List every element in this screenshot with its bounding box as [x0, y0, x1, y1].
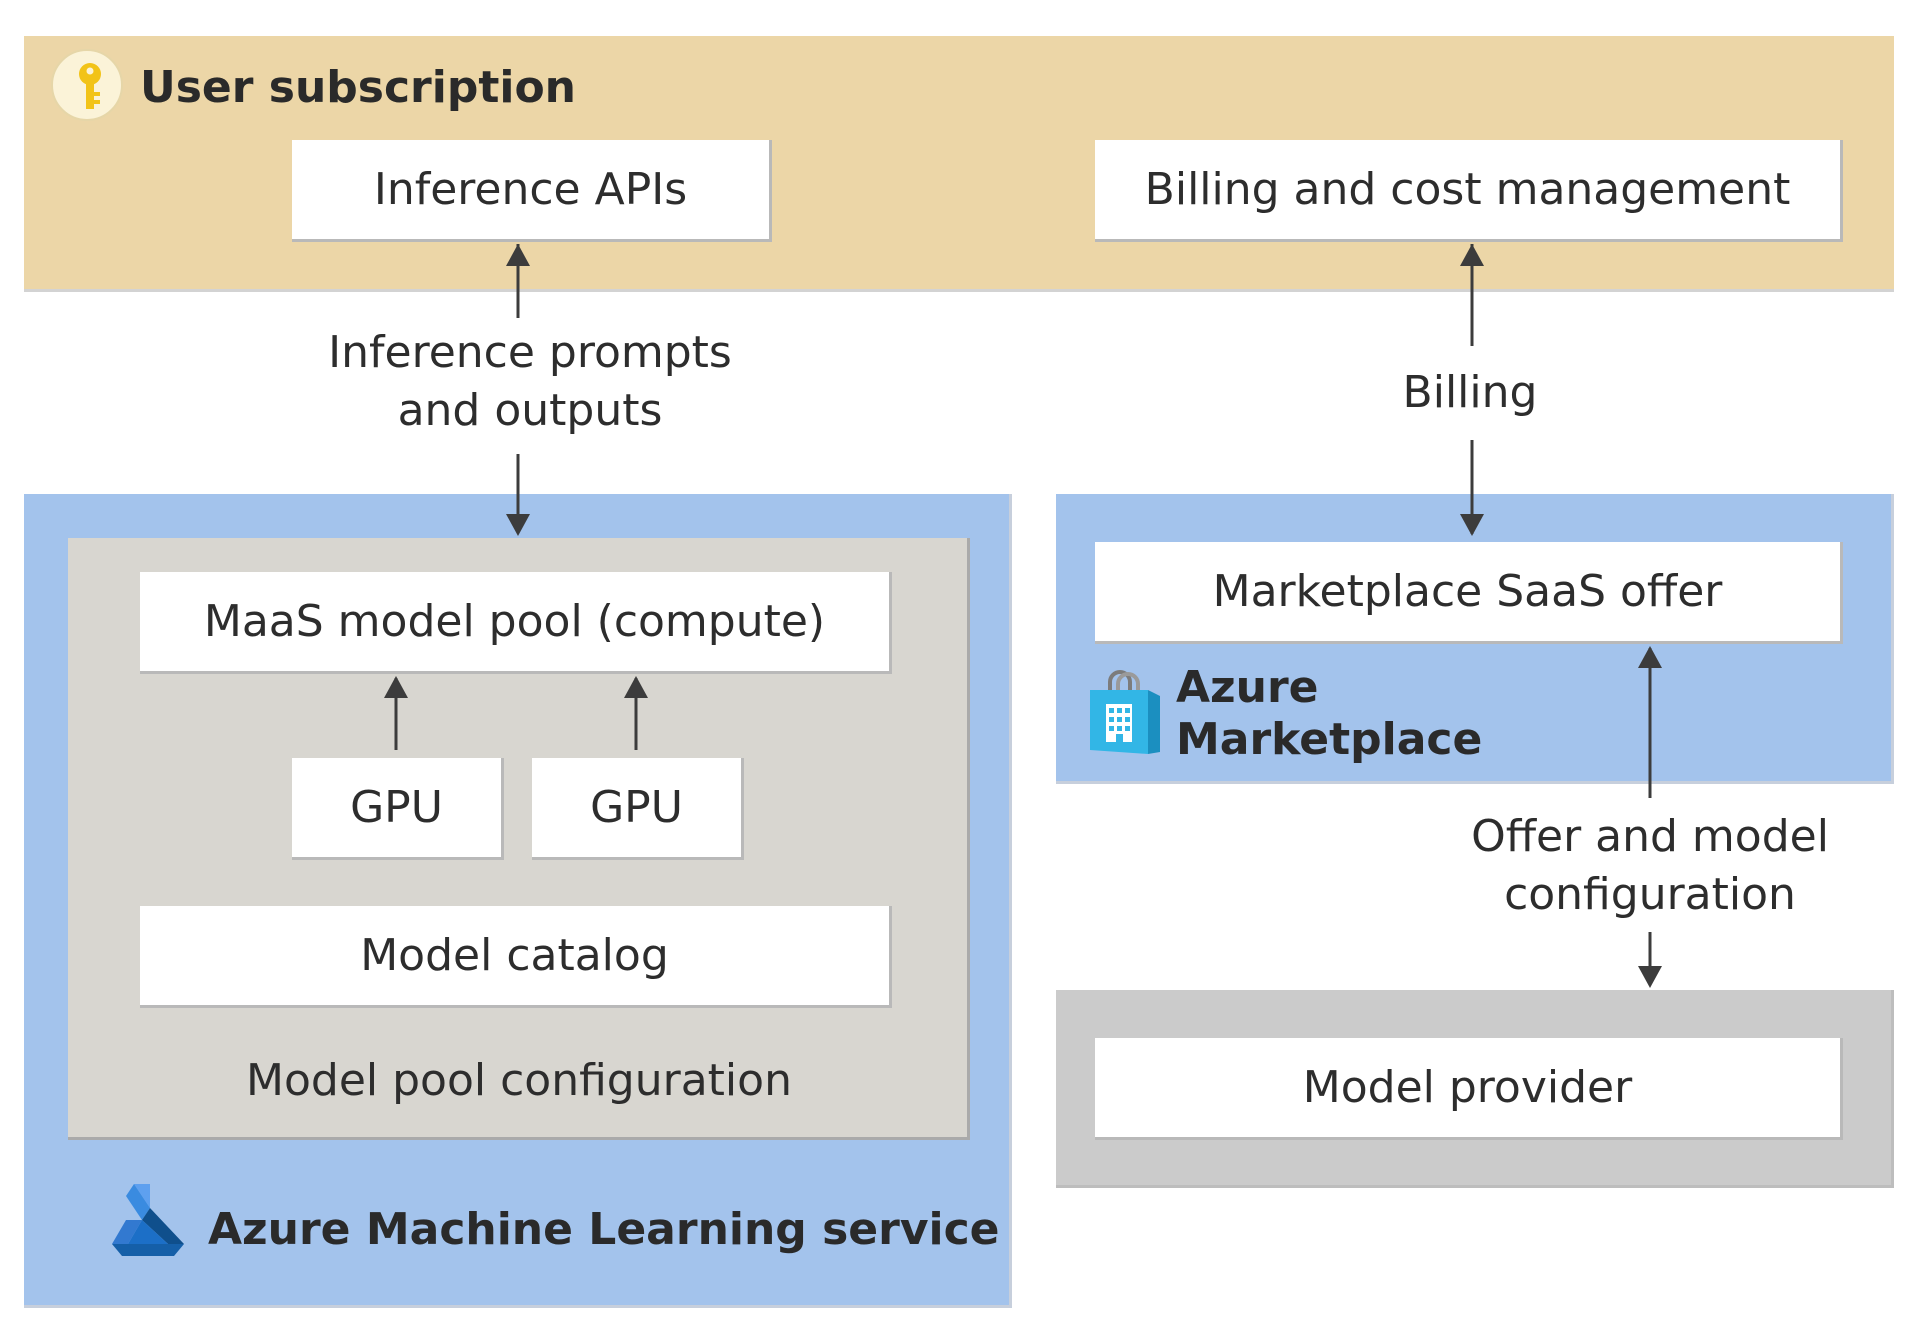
inference-flow-line-1: Inference prompts: [328, 327, 732, 378]
maas-model-pool-box: MaaS model pool (compute): [140, 572, 892, 674]
model-provider-box: Model provider: [1095, 1038, 1843, 1140]
azure-marketplace-title: Azure Marketplace: [1176, 662, 1482, 766]
azure-ml-title: Azure Machine Learning service: [208, 1204, 1000, 1255]
marketplace-saas-offer-box: Marketplace SaaS offer: [1095, 542, 1843, 644]
model-pool-config-label: Model pool configuration: [246, 1055, 792, 1106]
billing-flow-label: Billing: [1402, 367, 1538, 418]
user-subscription-title: User subscription: [140, 62, 577, 113]
azure-ml-icon: [112, 1184, 184, 1256]
offer-config-flow-label: Offer and model configuration: [1430, 808, 1870, 924]
key-icon: [50, 48, 124, 122]
inference-apis-box: Inference APIs: [292, 140, 772, 242]
offer-config-line-1: Offer and model: [1471, 811, 1829, 862]
gpu-box-1: GPU: [292, 758, 504, 860]
offer-config-line-2: configuration: [1504, 869, 1796, 920]
inference-flow-label: Inference prompts and outputs: [290, 324, 770, 440]
model-catalog-box: Model catalog: [140, 906, 892, 1008]
billing-cost-management-box: Billing and cost management: [1095, 140, 1843, 242]
azure-marketplace-title-line-1: Azure: [1176, 662, 1319, 713]
azure-marketplace-title-line-2: Marketplace: [1176, 714, 1483, 765]
marketplace-bag-icon: [1088, 670, 1162, 756]
inference-flow-line-2: and outputs: [397, 385, 663, 436]
gpu-box-2: GPU: [532, 758, 744, 860]
